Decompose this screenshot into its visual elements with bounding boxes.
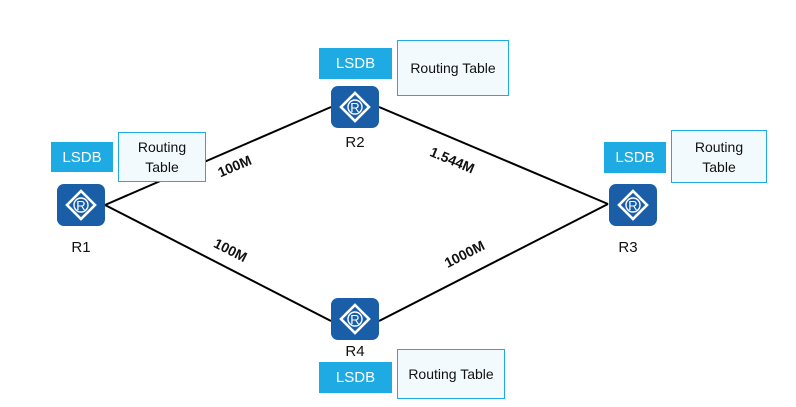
router-r4[interactable]: R [331,298,379,340]
router-icon: R [65,189,97,221]
router-icon: R [339,303,371,335]
router-icon: R [339,91,371,123]
lsdb-r4: LSDB [319,362,392,393]
router-label-r2: R2 [345,134,365,151]
router-label-r1: R1 [71,239,91,256]
routing-table-r4: Routing Table [397,349,505,399]
router-r1[interactable]: R [57,184,105,226]
router-label-r4: R4 [345,343,365,360]
lsdb-r2: LSDB [319,48,392,79]
routing-table-r2: Routing Table [397,40,509,96]
link-r1-r4 [104,204,332,322]
lsdb-r3: LSDB [604,142,666,173]
routing-table-r3: Routing Table [671,130,767,183]
svg-text:R: R [350,100,359,115]
link-r2-r3 [378,106,609,205]
svg-text:R: R [628,198,637,213]
link-r1-r2 [104,106,332,206]
router-r2[interactable]: R [331,86,379,128]
router-label-r3: R3 [618,239,638,256]
lsdb-r1: LSDB [51,142,113,172]
link-r4-r3 [378,203,609,322]
svg-text:R: R [350,312,359,327]
svg-text:R: R [76,198,85,213]
router-icon: R [617,189,649,221]
routing-table-r1: Routing Table [118,132,206,182]
router-r3[interactable]: R [609,184,657,226]
